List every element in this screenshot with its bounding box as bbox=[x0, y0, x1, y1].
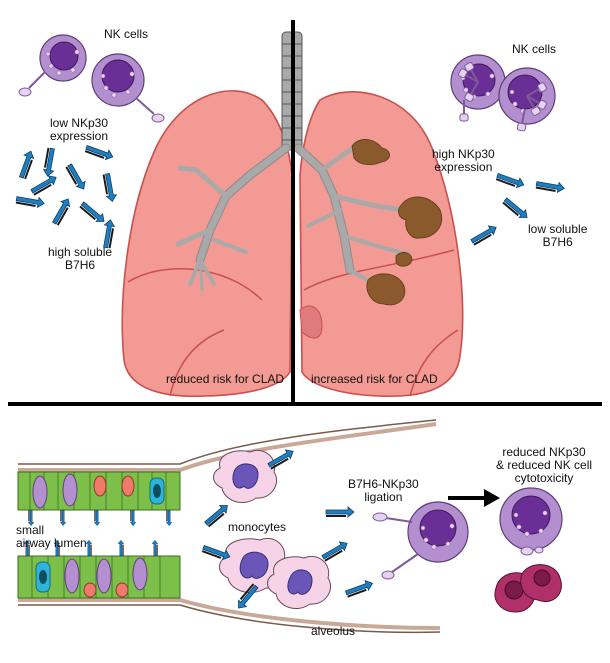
risk-label-left: reduced risk for CLAD bbox=[166, 372, 285, 386]
result-label-line2: & reduced NK cell bbox=[496, 458, 593, 472]
soluble-b7h6-high bbox=[14, 141, 119, 250]
monocyte-icon bbox=[213, 450, 278, 503]
lesions bbox=[351, 139, 443, 306]
nk-cell-icon bbox=[499, 487, 563, 556]
nkp30-label-right-line2: expression bbox=[434, 160, 493, 174]
nkp30-label-left: low NKp30 expression bbox=[50, 117, 108, 143]
nk-cells-high-nkp30 bbox=[450, 54, 556, 133]
b7h6-label-left-line2: B7H6 bbox=[65, 258, 96, 272]
nk-cell-icon bbox=[91, 53, 165, 123]
airway-label-line1: small bbox=[16, 523, 45, 537]
result-label: reduced NKp30 & reduced NK cell cytotoxi… bbox=[496, 446, 592, 485]
airway-epithelium bbox=[17, 419, 441, 634]
b7h6-label-right-line1: low soluble bbox=[528, 222, 588, 236]
arrow-right-icon bbox=[448, 489, 500, 507]
nkp30-label-left-line1: low NKp30 bbox=[50, 116, 109, 130]
risk-label-right: increased risk for CLAD bbox=[311, 372, 438, 386]
nkp30-label-right-line1: high NKp30 bbox=[432, 147, 495, 161]
nk-cell-icon bbox=[450, 54, 506, 122]
left-bronchi bbox=[175, 143, 291, 292]
alveolus-label: alveolus bbox=[311, 624, 356, 638]
nk-cells-low-nkp30 bbox=[18, 34, 165, 123]
lung-icon bbox=[121, 31, 464, 398]
nk-cells-label-right: NK cells bbox=[512, 42, 557, 56]
b7h6-label-left: high soluble B7H6 bbox=[48, 246, 112, 272]
b7h6-label-right-line2: B7H6 bbox=[542, 235, 573, 249]
right-lung bbox=[299, 91, 464, 398]
airway-label-line2: airway lumen bbox=[16, 536, 87, 550]
result-label-line3: cytotoxicity bbox=[514, 471, 574, 485]
ligation-label-line1: B7H6-NKp30 bbox=[348, 477, 419, 491]
monocyte-icon bbox=[267, 556, 332, 609]
nk-cell-icon bbox=[18, 34, 87, 97]
nkp30-label-right: high NKp30 expression bbox=[432, 148, 495, 174]
ligation-label-line2: ligation bbox=[364, 490, 403, 504]
airway-label: small airway lumen bbox=[16, 524, 87, 550]
nk-cell-icon bbox=[372, 501, 469, 580]
nkp30-label-left-line2: expression bbox=[50, 129, 109, 143]
result-label-line1: reduced NKp30 bbox=[502, 445, 586, 459]
target-cells bbox=[494, 564, 562, 613]
nk-cells-label-left: NK cells bbox=[104, 27, 149, 41]
b7h6-label-left-line1: high soluble bbox=[48, 245, 113, 259]
monocytes-label: monocytes bbox=[228, 520, 287, 534]
ligation-label: B7H6-NKp30 ligation bbox=[348, 478, 419, 504]
b7h6-label-right: low soluble B7H6 bbox=[528, 223, 587, 249]
nk-cell-icon bbox=[498, 67, 556, 133]
